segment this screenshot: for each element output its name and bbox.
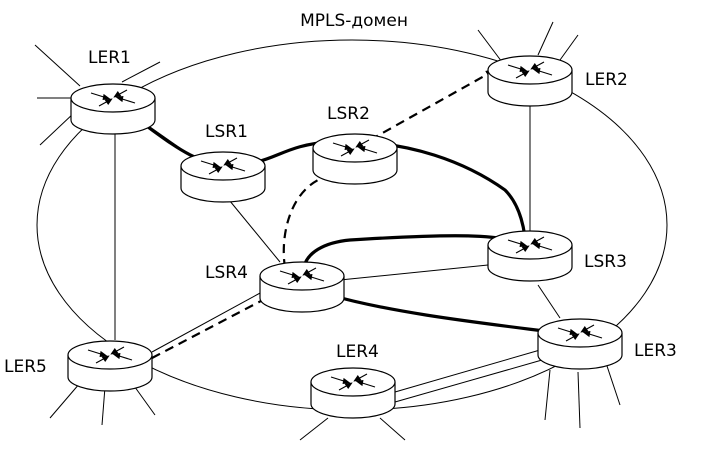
label-ler3: LER3 — [634, 341, 677, 361]
router-lsr1 — [180, 151, 266, 203]
router-lsr4 — [259, 261, 345, 313]
alternative-path — [151, 69, 496, 359]
label-lsr1: LSR1 — [205, 122, 248, 142]
router-ler2 — [487, 55, 573, 107]
label-ler5: LER5 — [4, 357, 47, 377]
router-ler4 — [310, 367, 396, 419]
label-ler4: LER4 — [336, 342, 379, 362]
label-lsr2: LSR2 — [327, 104, 370, 124]
router-ler3 — [537, 318, 623, 370]
label-lsr3: LSR3 — [584, 252, 627, 272]
label-ler2: LER2 — [585, 70, 628, 90]
label-lsr4: LSR4 — [205, 263, 248, 283]
mpls-domain-label: MPLS-домен — [300, 11, 408, 31]
router-ler1 — [70, 83, 156, 135]
router-lsr3 — [487, 230, 573, 282]
router-lsr2 — [312, 133, 398, 185]
router-ler5 — [67, 340, 153, 392]
label-ler1: LER1 — [88, 48, 131, 68]
